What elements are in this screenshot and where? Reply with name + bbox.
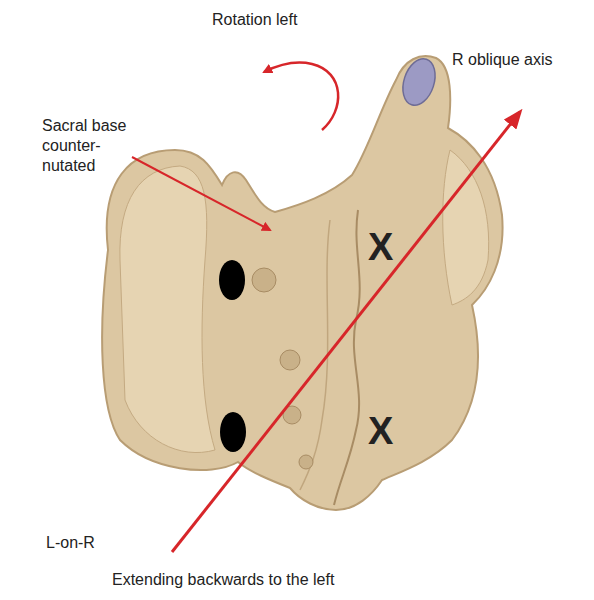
left-ala-shading: [120, 166, 215, 453]
lateral-crest: [300, 220, 330, 490]
median-crest: [334, 210, 360, 505]
articular-facet: [397, 55, 440, 110]
foramen: [280, 350, 300, 370]
axis-label: R oblique axis: [452, 50, 553, 70]
sacrum-outline: [102, 56, 502, 510]
axis-note: Extending backwards to the left: [112, 570, 334, 590]
right-ala-shading: [443, 150, 489, 305]
foramen: [252, 268, 276, 292]
lesion-label: L-on-R: [46, 533, 95, 553]
rotation-arrow: [264, 62, 338, 130]
callout-label: Sacral base counter-nutated: [42, 116, 154, 176]
foramen: [299, 455, 313, 469]
leader-arrow: [132, 157, 270, 230]
black-dot: [220, 412, 246, 452]
oblique-axis-arrow: [172, 112, 520, 552]
rotation-label: Rotation left: [212, 10, 297, 30]
x-mark: X: [368, 412, 393, 450]
black-dot: [219, 260, 245, 300]
x-mark: X: [368, 228, 393, 266]
